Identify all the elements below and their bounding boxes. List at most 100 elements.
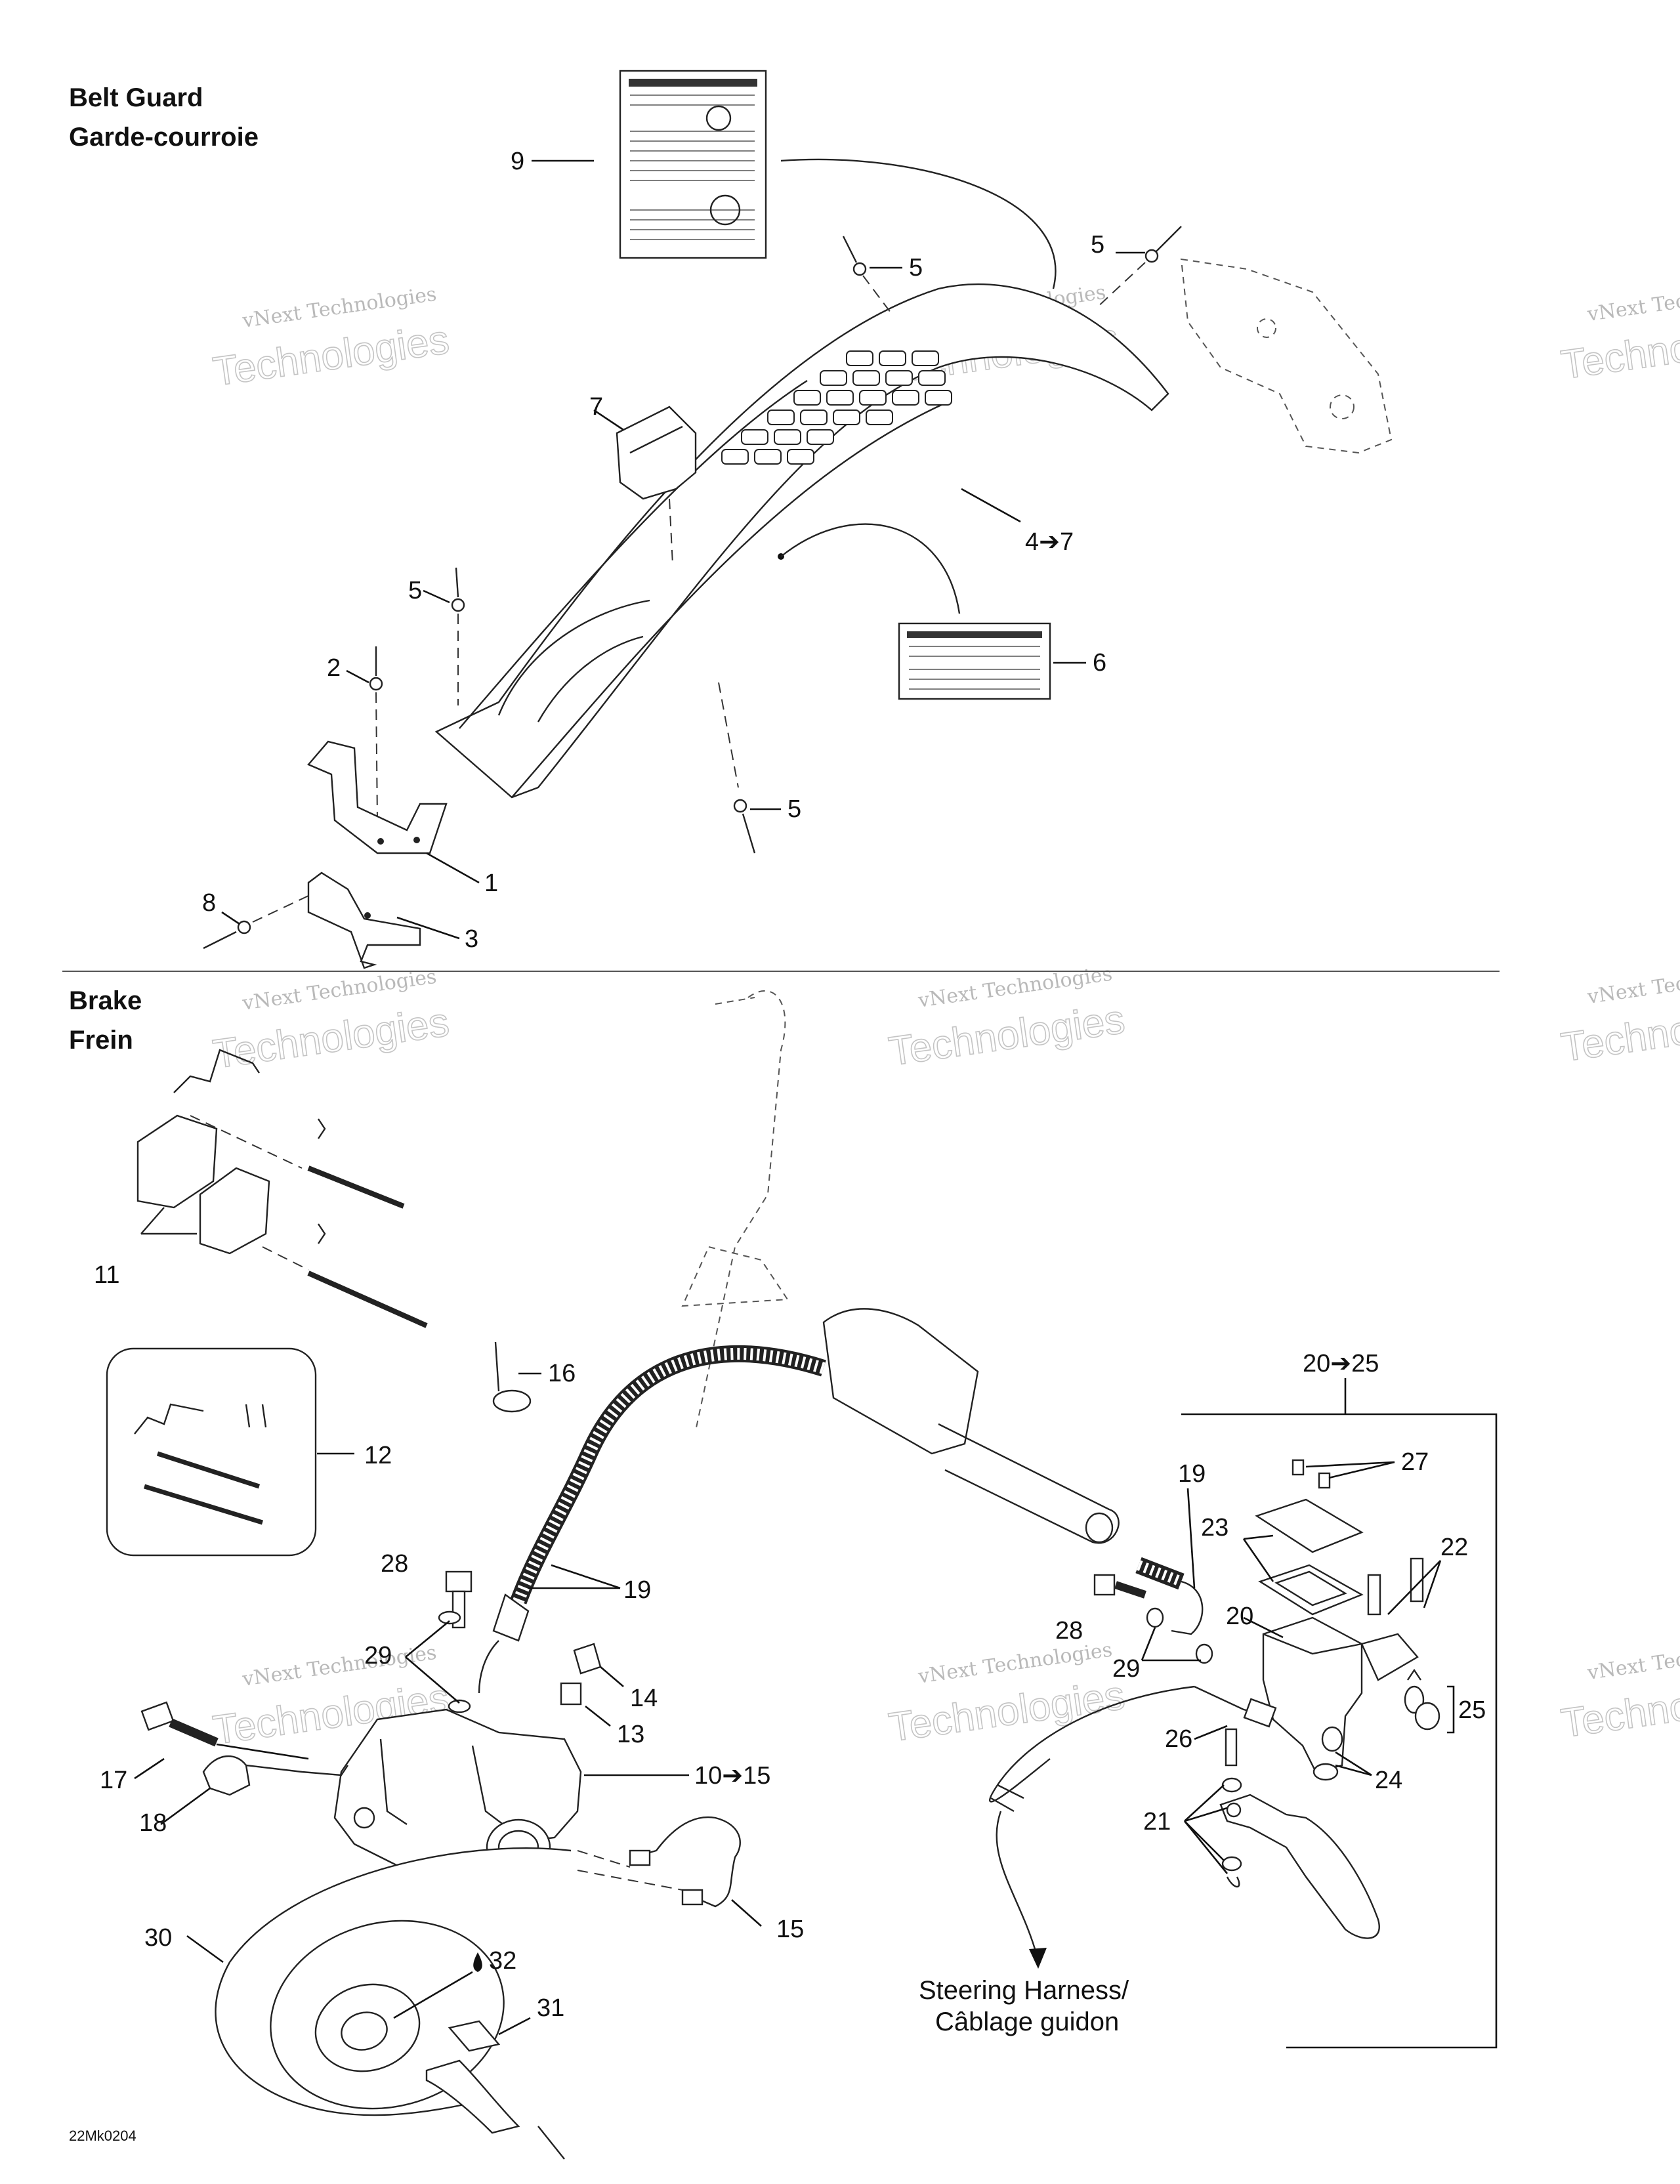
reservoir-cover-23 xyxy=(1255,1498,1364,1616)
leader-line xyxy=(1194,1725,1228,1740)
plate-3 xyxy=(307,872,421,969)
callout-25: 25 xyxy=(1458,1696,1486,1724)
brake-lever-21 xyxy=(1219,1728,1380,1939)
leader-line xyxy=(393,1971,473,2019)
callout-29-right: 29 xyxy=(1112,1655,1140,1683)
pad-spring xyxy=(173,1049,260,1093)
leader-line xyxy=(1243,1534,1274,1540)
leader-line xyxy=(346,669,369,684)
leader-line xyxy=(396,916,460,940)
watermark-text: vNext Technologies xyxy=(1586,959,1680,1009)
screws-27 xyxy=(1292,1459,1331,1489)
callout-30: 30 xyxy=(144,1924,172,1952)
leader-line xyxy=(1141,1627,1156,1661)
brake-hose-19 xyxy=(478,1345,826,1694)
callout-19-right: 19 xyxy=(1178,1460,1206,1488)
belt-guard-body xyxy=(434,283,1169,799)
washers-29 xyxy=(438,1610,471,1713)
callout-3: 3 xyxy=(465,925,478,953)
callout-2: 2 xyxy=(327,654,341,682)
callout-16: 16 xyxy=(548,1360,576,1387)
callout-26: 26 xyxy=(1165,1725,1192,1753)
bolts-22 xyxy=(1367,1557,1424,1616)
callout-4-7: 4➔7 xyxy=(1025,528,1074,556)
callout-13: 13 xyxy=(617,1721,644,1748)
leader-line xyxy=(593,409,624,431)
group-bracket xyxy=(1447,1685,1455,1734)
leader-line xyxy=(426,852,480,884)
cable-tie-16 xyxy=(492,1341,532,1413)
callout-7: 7 xyxy=(589,393,603,421)
callout-14: 14 xyxy=(630,1685,658,1712)
leader-line xyxy=(585,1705,611,1727)
leader-line xyxy=(961,488,1021,523)
master-cylinder-20 xyxy=(1262,1616,1419,1773)
callout-24: 24 xyxy=(1375,1767,1402,1794)
callout-9: 9 xyxy=(511,148,524,175)
leader-line xyxy=(1184,1807,1228,1822)
leader-line xyxy=(216,1743,309,1760)
banjo-bolt-28 xyxy=(445,1570,472,1629)
leader-line xyxy=(1387,1560,1441,1615)
callout-15: 15 xyxy=(776,1916,804,1943)
axle xyxy=(425,2059,565,2160)
belt-guard-title: Belt Guard xyxy=(69,83,203,112)
callout-5-top: 5 xyxy=(909,254,923,282)
leader-line xyxy=(600,1666,624,1687)
parts-25 xyxy=(1404,1668,1440,1731)
watermark-group: vNext Technologies Technologies vNext Te… xyxy=(210,276,1680,1754)
callout-31: 31 xyxy=(537,1994,564,2022)
leader-line xyxy=(498,2017,531,2036)
leader-line xyxy=(221,911,240,925)
rivet-8 xyxy=(203,895,309,950)
callout-27: 27 xyxy=(1401,1448,1429,1476)
leader-line xyxy=(1183,1820,1228,1874)
callout-8: 8 xyxy=(202,889,216,917)
belt-guard-title-fr: Garde-courroie xyxy=(69,123,259,152)
kit-12 xyxy=(106,1347,317,1557)
brake-switch-26 xyxy=(989,1685,1277,1813)
brake-hose-19-right xyxy=(1135,1557,1204,1635)
pipe-15 xyxy=(577,1816,741,1908)
bolt-17 xyxy=(140,1701,219,1747)
rivet-5 xyxy=(451,567,465,705)
decal-9 xyxy=(619,70,767,259)
group-bracket xyxy=(1181,1413,1498,2049)
nut-24 xyxy=(1312,1726,1343,1781)
callout-11: 11 xyxy=(94,1261,119,1289)
leader-line xyxy=(405,1620,450,1658)
watermark-text: vNext Technologies xyxy=(1586,276,1680,326)
harness-route xyxy=(996,1811,1038,1956)
callout-1: 1 xyxy=(484,870,498,897)
leader-line xyxy=(423,589,450,604)
brake-pads-11 xyxy=(136,1114,309,1270)
leader-line xyxy=(1305,1461,1395,1468)
leader-line xyxy=(1335,1764,1372,1776)
callout-19-left: 19 xyxy=(623,1576,651,1604)
decal-location-curve xyxy=(780,158,1057,289)
callout-17: 17 xyxy=(100,1767,127,1794)
clip-18 xyxy=(202,1755,348,1796)
rivet-5 xyxy=(1095,226,1182,309)
callout-6: 6 xyxy=(1093,649,1106,677)
callout-29-left: 29 xyxy=(364,1642,392,1670)
callout-22: 22 xyxy=(1440,1534,1468,1561)
leader-line xyxy=(1184,1784,1225,1822)
leader-line xyxy=(134,1757,165,1780)
leader-line xyxy=(160,1787,211,1826)
handlebar xyxy=(681,990,789,1431)
callout-32: 32 xyxy=(489,1947,516,1975)
leader-line xyxy=(405,1656,460,1704)
callout-5-right: 5 xyxy=(1091,231,1104,259)
leader-line xyxy=(1423,1560,1442,1608)
leader-line xyxy=(1186,1488,1196,1589)
callout-21: 21 xyxy=(1143,1808,1171,1836)
grease-32 xyxy=(473,1952,482,1972)
callout-20: 20 xyxy=(1226,1603,1253,1630)
callout-20-25: 20➔25 xyxy=(1303,1350,1379,1377)
bleeder-cap-14 xyxy=(573,1643,602,1675)
mount-bracket xyxy=(1180,258,1393,454)
callout-5-bottom: 5 xyxy=(788,795,801,823)
arrow-down-icon xyxy=(1029,1948,1047,1969)
